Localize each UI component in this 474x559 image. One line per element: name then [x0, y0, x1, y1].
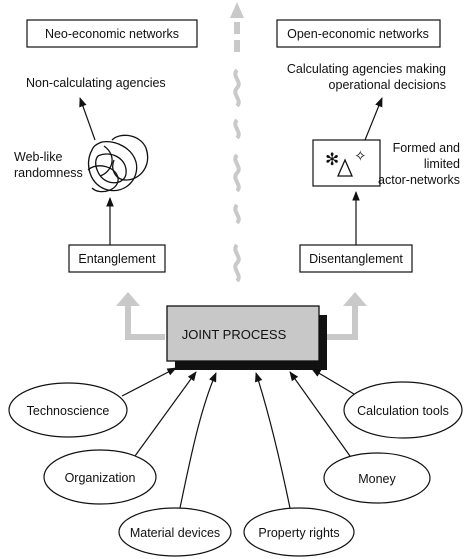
right-grey-arrow: [318, 292, 367, 340]
randomness-label: randomness: [14, 166, 83, 180]
input-label: Calculation tools: [357, 404, 449, 418]
input-calculation-tools: Calculation tools: [343, 381, 463, 439]
arrow-actor-box-to-agencies: [364, 97, 383, 141]
arrow-property-rights: [255, 372, 291, 509]
arrow-material-devices: [179, 372, 217, 509]
input-material-devices: Material devices: [118, 507, 232, 557]
joint-process-box: JOINT PROCESS: [166, 305, 327, 370]
input-label: Technoscience: [27, 404, 110, 418]
input-organization: Organization: [43, 449, 157, 505]
input-label: Material devices: [130, 526, 220, 540]
entanglement-label: Entanglement: [78, 252, 156, 266]
formed-label-3: actor-networks: [378, 173, 460, 187]
calculating-agencies-label-2: operational decisions: [329, 78, 446, 92]
triangle-symbol: [337, 158, 353, 177]
open-economic-networks-box: [276, 19, 441, 48]
neo-economic-networks-box: [26, 19, 198, 48]
arrow-technoscience: [121, 367, 177, 397]
neo-economic-networks-label: Neo-economic networks: [45, 27, 179, 41]
tangled-web-icon: [87, 134, 149, 193]
input-property-rights: Property rights: [243, 507, 355, 557]
arrow-calculation-tools: [311, 368, 355, 395]
asterisk-symbol: ✻: [325, 150, 339, 170]
disentanglement-label: Disentanglement: [309, 252, 403, 266]
joint-process-label: JOINT PROCESS: [182, 327, 287, 342]
input-money: Money: [323, 452, 431, 504]
input-technoscience: Technoscience: [8, 382, 128, 438]
web-like-label: Web-like: [14, 150, 62, 164]
entanglement-box: [68, 244, 166, 273]
non-calculating-agencies-label: Non-calculating agencies: [26, 76, 166, 90]
arrow-money: [289, 371, 351, 457]
input-label: Organization: [65, 471, 136, 485]
formed-label-1: Formed and: [393, 141, 460, 155]
star-symbol: ✧: [354, 147, 367, 165]
arrow-organization: [134, 371, 197, 457]
arrow-tangle-to-agencies: [79, 97, 96, 141]
calculating-agencies-label-1: Calculating agencies making: [287, 62, 446, 76]
center-divider: [230, 2, 244, 283]
formed-label-2: limited: [424, 157, 460, 171]
input-label: Property rights: [258, 526, 339, 540]
input-label: Money: [358, 472, 396, 486]
open-economic-networks-label: Open-economic networks: [287, 27, 429, 41]
actor-networks-box: ✻ ✧: [312, 139, 381, 187]
left-grey-arrow: [116, 292, 165, 340]
disentanglement-box: [299, 244, 413, 273]
